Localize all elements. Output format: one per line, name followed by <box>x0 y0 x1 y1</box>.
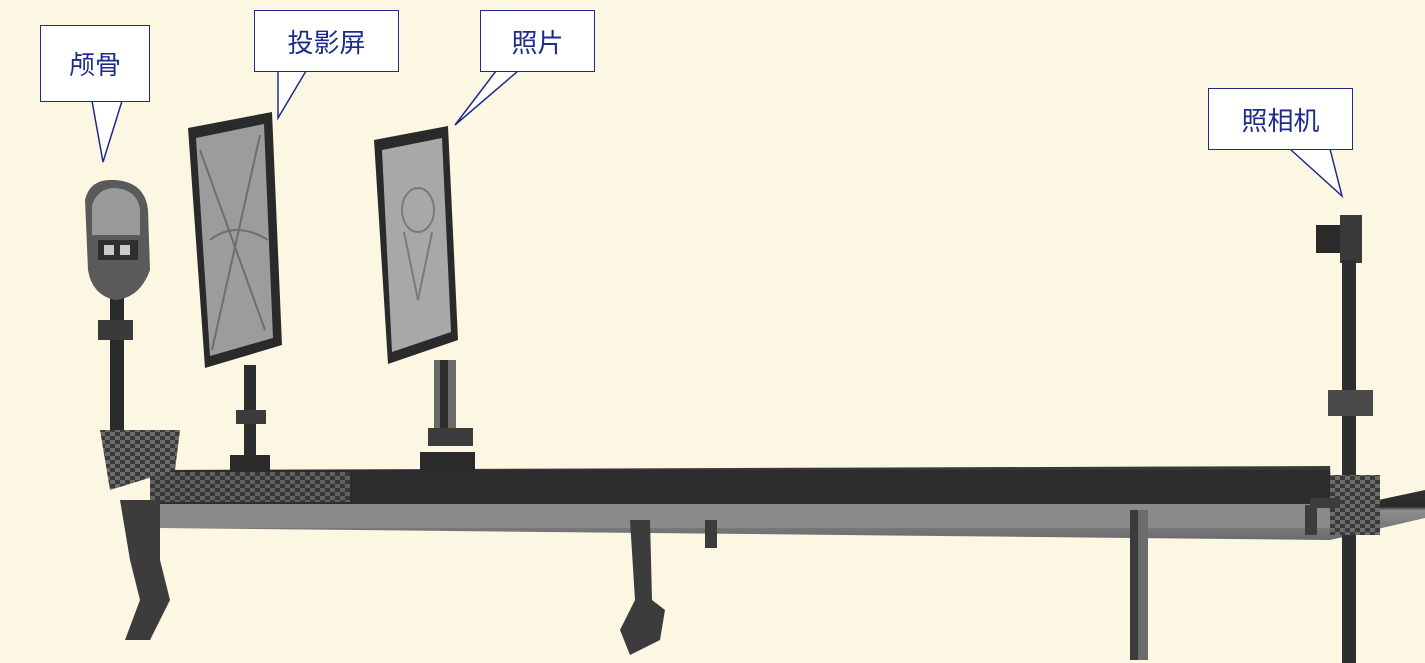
skull <box>85 179 180 490</box>
callout-camera: 照相机 <box>1208 88 1353 150</box>
label-projection-screen: 投影屏 <box>287 28 366 59</box>
optical-rail <box>150 466 1425 540</box>
callout-skull: 颅骨 <box>40 25 150 102</box>
rail-legs <box>120 500 1317 660</box>
label-camera: 照相机 <box>1241 106 1320 137</box>
projection-screen <box>188 112 282 471</box>
label-skull: 颅骨 <box>68 51 121 81</box>
label-photograph: 照片 <box>511 28 564 59</box>
callout-photograph: 照片 <box>480 10 595 72</box>
photograph <box>374 126 475 470</box>
camera <box>1310 215 1380 663</box>
callout-projection-screen: 投影屏 <box>254 10 399 72</box>
